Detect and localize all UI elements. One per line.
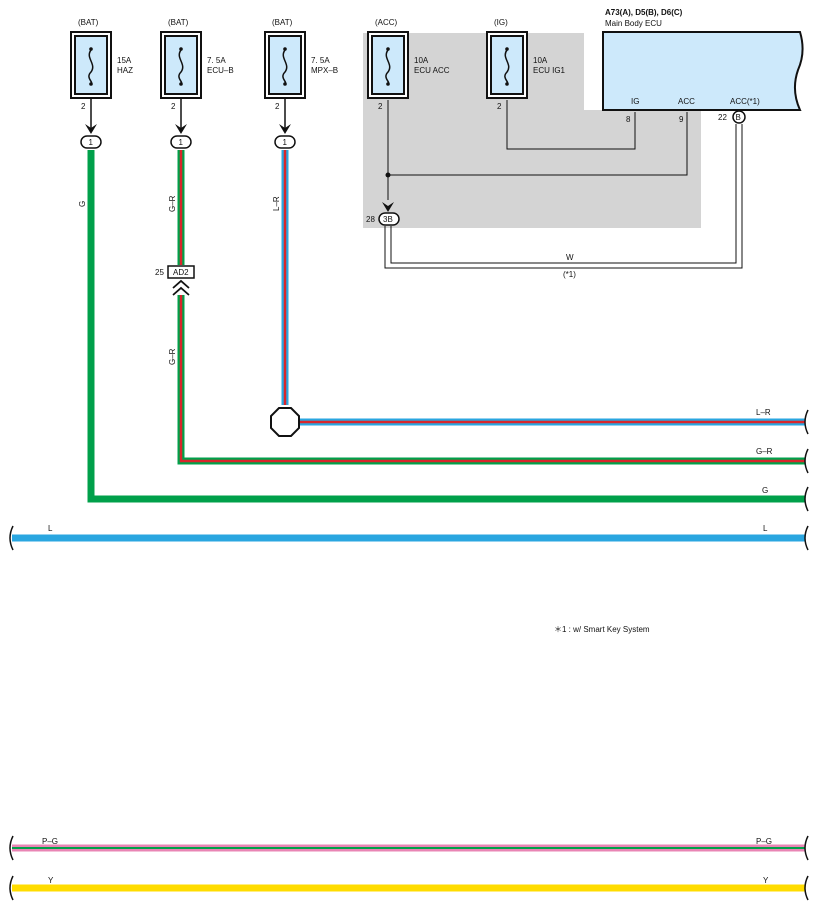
fuse-3-name: MPX–B [311,66,338,75]
arrow-down-icon [85,124,97,134]
label-gr-vert-upper: G–R [168,195,177,212]
fuse-3-terminal-top [283,47,287,51]
connector-ad2-num: 25 [155,268,164,277]
label-g-vert: G [78,201,87,207]
label-l-left: L [48,524,53,533]
ecu-pin-acc1-label: ACC(*1) [730,97,760,106]
ecu-pin-acc-num: 9 [679,115,684,124]
fuse-4-rating: 10A [414,56,429,65]
wire-end-brackets [9,409,809,901]
fuse-2-name: ECU–B [207,66,234,75]
arrow-down-icon [279,124,291,134]
fuse-1-source: (BAT) [78,18,99,27]
fuse-icon [385,49,391,85]
fuse-1-rating: 15A [117,56,132,65]
fuse-3-terminal-bottom [283,82,287,86]
fuse-1-terminal-bottom [89,82,93,86]
fuse-1-pin: 2 [81,102,86,111]
note-smart-key: ＊1 : w/ Smart Key System [554,625,650,634]
ecu-pin-acc1-num: 22 [718,113,727,122]
label-g-right: G [762,486,768,495]
fuse-5-source: (IG) [494,18,508,27]
fuse-5-terminal-bottom [505,82,509,86]
fuse-2-terminal-top [179,47,183,51]
fuse-3-out-connector-label: 1 [283,138,288,147]
fuse-1-out-connector-label: 1 [89,138,94,147]
label-pg-right: P–G [756,837,772,846]
wire-g [87,150,805,503]
connector-3b [378,212,400,226]
fuse-3-source: (BAT) [272,18,293,27]
main-body-ecu-box [602,31,804,111]
wire-l-r [281,150,805,426]
splice-dot [385,172,391,178]
fuse-icon [178,49,184,85]
fuse-3-pin: 2 [275,102,280,111]
ecu-pin-ig-num: 8 [626,115,631,124]
label-y-right: Y [763,876,769,885]
ecu-connector-b [732,110,746,124]
fuse-icon [504,49,510,85]
wire-g-r [177,150,805,465]
wire-note-1: (*1) [563,270,576,279]
label-y-left: Y [48,876,54,885]
fuse-4-terminal-top [386,47,390,51]
fuse-5-rating: 10A [533,56,548,65]
fuse-4-pin: 2 [378,102,383,111]
connector-ad2 [167,265,195,279]
fuse-2-pin: 2 [171,102,176,111]
label-pg-left: P–G [42,837,58,846]
fuse-4-source: (ACC) [375,18,398,27]
fuse-2-terminal-bottom [179,82,183,86]
fuse-4-name: ECU ACC [414,66,450,75]
ad2-chevron-icon [172,279,190,296]
fuse-3-rating: 7. 5A [311,56,330,65]
thin-wires [384,100,743,269]
label-gr-vert-lower: G–R [168,348,177,365]
connector-ad2-label: AD2 [173,268,189,277]
connector-3b-label: 3B [383,215,393,224]
acc-ig-panel [363,33,701,228]
fuse-2-out-connector-label: 1 [179,138,184,147]
fuse-2-rating: 7. 5A [207,56,226,65]
fuse-2-source: (BAT) [168,18,189,27]
label-gr-right: G–R [756,447,773,456]
fuse-2-out-connector [170,135,192,149]
fuse-icon [88,49,94,85]
fuse-3-out-connector [274,135,296,149]
fuse-4-terminal-bottom [386,82,390,86]
label-lr-right: L–R [756,408,771,417]
fuse-5-terminal-top [505,47,509,51]
splice-octagon [270,407,300,437]
fuse-1-inner [74,35,108,95]
arrow-down-icon [175,124,187,134]
fuse-1-name: HAZ [117,66,133,75]
ecu-pin-acc-label: ACC [678,97,695,106]
fuse-1-out-connector [80,135,102,149]
ecu-pin-ig-label: IG [631,97,639,106]
ecu-subtitle: Main Body ECU [605,19,662,28]
j3b-arrow-icon [382,202,394,212]
wire-label-w: W [566,253,574,262]
ecu-title: A73(A), D5(B), D6(C) [605,8,683,17]
label-l-right: L [763,524,768,533]
connector-3b-num: 28 [366,215,375,224]
fuse-1-terminal-top [89,47,93,51]
fuse-5-name: ECU IG1 [533,66,566,75]
ecu-connector-b-label: B [736,113,741,122]
label-lr-vert: L–R [272,196,281,211]
fuse-5-pin: 2 [497,102,502,111]
fuse-icon [282,49,288,85]
